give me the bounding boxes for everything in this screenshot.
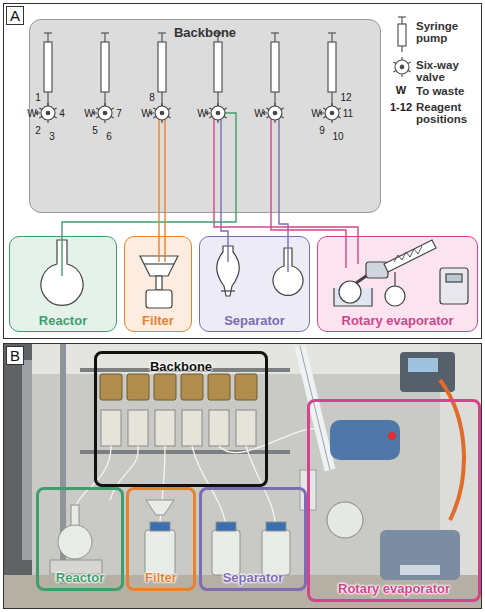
photo-region: Filter (126, 487, 196, 591)
panel-letter: B (6, 346, 24, 365)
module-box: Filter (124, 236, 192, 332)
legend-text: Reagent positions (416, 101, 484, 125)
node-label: Reactor (10, 313, 116, 328)
position-number: 5 (92, 125, 98, 136)
waste-mark: W (396, 85, 406, 96)
photo-rotavap (408, 358, 438, 372)
legend-text: To waste (416, 85, 484, 97)
photo-tubing (110, 446, 138, 500)
waste-mark: W (254, 108, 263, 119)
module-box: Rotary evaporator (317, 236, 478, 332)
photo-tubing (76, 429, 320, 530)
panel-letter: A (6, 6, 24, 25)
photo-rotavap (300, 346, 330, 470)
node-label: Separator (202, 570, 304, 585)
node-label: Reactor (39, 570, 121, 585)
photo-tubing (219, 429, 320, 453)
legend-text: Six-way valve (416, 59, 484, 83)
position-number: 10 (332, 131, 343, 142)
photo-glassware (50, 500, 290, 575)
photo-glassware (262, 530, 290, 575)
waste-mark: W (141, 108, 150, 119)
photo-glassware (71, 505, 79, 527)
node-label: Filter (125, 313, 191, 328)
photo-pumps (101, 410, 256, 446)
waste-mark: W (27, 108, 36, 119)
photo-pumps (209, 410, 229, 446)
legend-text: Syringe pump (416, 20, 484, 44)
photo-rotavap (388, 432, 396, 440)
photo-region: Backbone (94, 351, 268, 487)
photo-pumps (155, 410, 175, 446)
position-number: 12 (340, 92, 351, 103)
photo-pumps (128, 410, 148, 446)
lab-photo (4, 344, 481, 608)
photo-rotavap (330, 420, 400, 460)
photo-rotavap (300, 346, 464, 580)
node-label: Separator (200, 313, 309, 328)
photo-rotavap (327, 502, 363, 538)
photo-pumps (182, 410, 202, 446)
photo-glassware (266, 522, 286, 531)
photo-valves (181, 374, 203, 400)
photo-rotavap (380, 530, 460, 580)
position-number: 6 (106, 131, 112, 142)
photo-glassware (150, 522, 170, 531)
lab-photo (22, 360, 32, 560)
lab-photo (60, 344, 66, 584)
photo-glassware (145, 530, 175, 575)
waste-mark: W (197, 108, 206, 119)
position-number: 4 (59, 108, 65, 119)
photo-rotavap (300, 346, 330, 470)
waste-mark: W (84, 108, 93, 119)
position-number: 9 (319, 125, 325, 136)
photo-valves (100, 374, 257, 400)
photo-glassware (58, 525, 92, 559)
photo-valves (235, 374, 257, 400)
position-number: 1-12 (390, 102, 412, 113)
panel-frame: B BackboneReactor Filter SeparatorRotary ev… (3, 343, 482, 609)
node-label: Rotary evaporator (318, 313, 477, 328)
photo-tubing (160, 446, 165, 522)
panel-frame: A BackboneReactor Filter Separator Rotary ev… (3, 3, 482, 339)
module-box: Separator (199, 236, 310, 332)
position-number: 8 (149, 92, 155, 103)
waste-mark: W (311, 108, 320, 119)
node-label: Backbone (97, 359, 265, 374)
photo-glassware (216, 522, 236, 531)
photo-valves (127, 374, 149, 400)
node-label: Rotary evaporator (310, 581, 478, 596)
lab-photo (4, 344, 481, 374)
position-number: 2 (35, 125, 41, 136)
photo-rotavap (400, 352, 455, 392)
lab-photo (440, 344, 481, 608)
photo-glassware (212, 530, 240, 575)
photo-region: Reactor (36, 487, 124, 591)
photo-valves (100, 374, 122, 400)
lab-photo (4, 344, 481, 608)
photo-rotavap (400, 565, 440, 575)
photo-glassware (146, 500, 174, 515)
node-label: Backbone (30, 25, 380, 40)
photo-valves (208, 374, 230, 400)
photo-region: Separator (199, 487, 307, 591)
position-number: 3 (49, 131, 55, 142)
module-box: Reactor (9, 236, 117, 332)
position-number: 7 (116, 108, 122, 119)
photo-pumps (101, 410, 121, 446)
photo-valves (154, 374, 176, 400)
node-label: Filter (129, 570, 193, 585)
position-number: 1 (35, 92, 41, 103)
lab-photo (4, 344, 32, 608)
photo-pumps (236, 410, 256, 446)
lab-photo (80, 450, 290, 454)
position-number: 11 (343, 108, 353, 119)
photo-region: Rotary evaporator (307, 399, 481, 602)
